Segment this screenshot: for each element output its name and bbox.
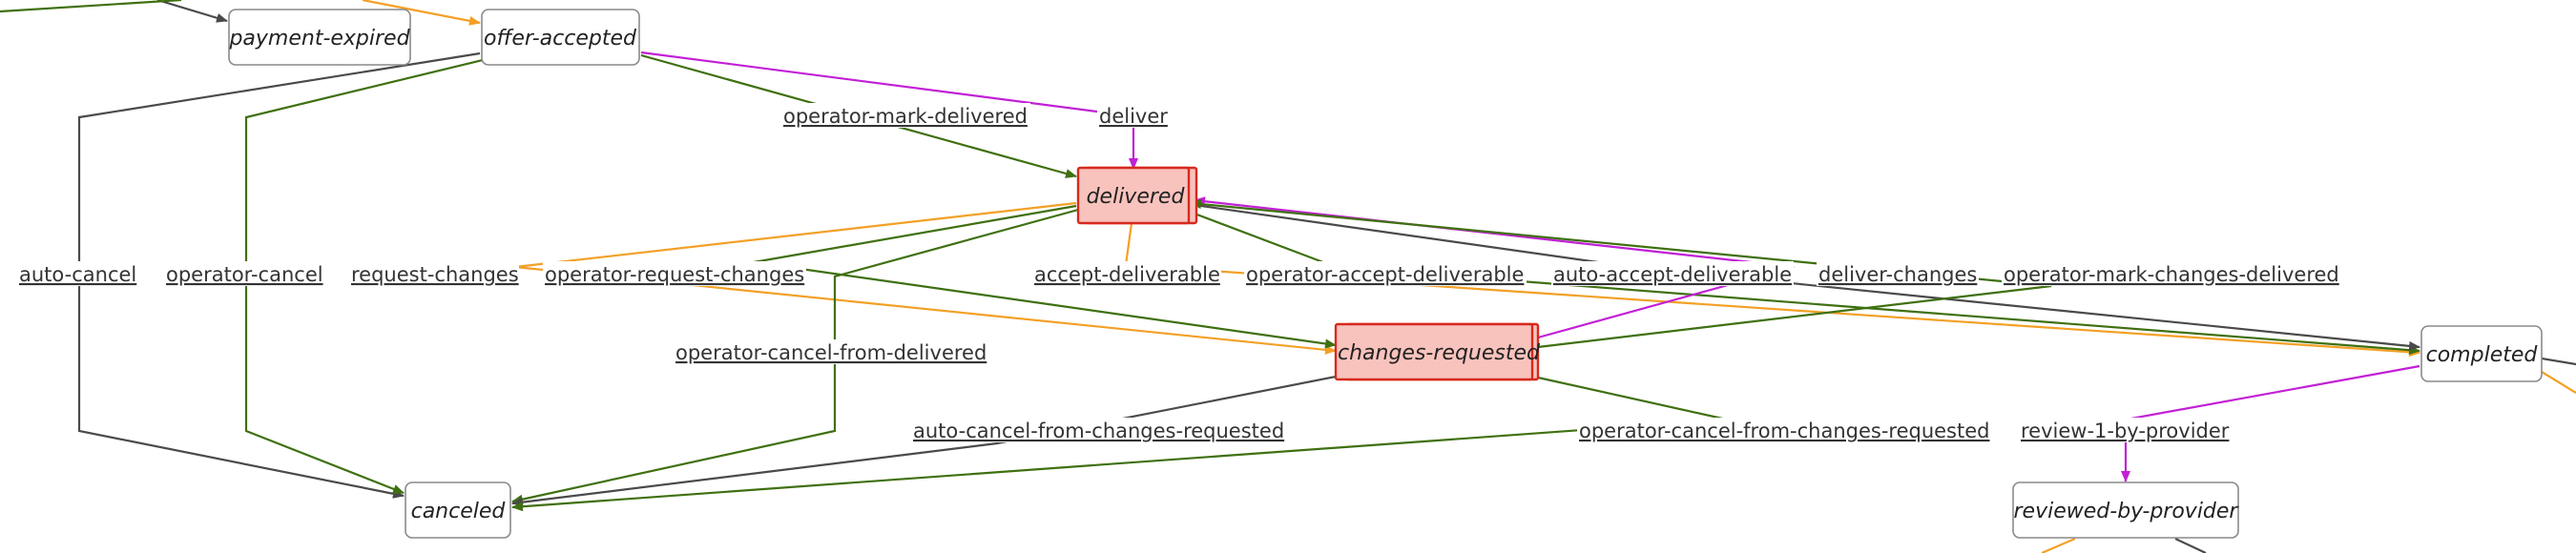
edge-auto-cancel-from-changes-requested bbox=[511, 375, 1337, 507]
edge-into-payment-expired bbox=[156, 0, 228, 23]
label-deliver-changes[interactable]: deliver-changes bbox=[1818, 263, 1977, 286]
label-operator-request-changes[interactable]: operator-request-changes bbox=[545, 263, 804, 286]
state-label: completed bbox=[2426, 343, 2539, 367]
edge-labels: operator-mark-delivered deliver auto-can… bbox=[17, 103, 2343, 442]
edge-green-offscreen bbox=[0, 0, 182, 13]
label-operator-cancel[interactable]: operator-cancel bbox=[166, 263, 323, 286]
label-review-1-by-provider[interactable]: review-1-by-provider bbox=[2021, 420, 2230, 442]
edge-accept-deliverable bbox=[1124, 222, 2420, 358]
state-canceled[interactable]: canceled bbox=[405, 481, 511, 539]
label-request-changes[interactable]: request-changes bbox=[351, 263, 519, 286]
state-changes-requested[interactable]: changes-requested bbox=[1334, 322, 1541, 381]
state-completed[interactable]: completed bbox=[2420, 325, 2543, 382]
state-label: offer-accepted bbox=[484, 27, 637, 51]
state-label: changes-requested bbox=[1338, 341, 1541, 365]
label-auto-cancel[interactable]: auto-cancel bbox=[19, 263, 136, 286]
label-operator-mark-changes-delivered[interactable]: operator-mark-changes-delivered bbox=[2004, 263, 2339, 286]
edge-reviewed-out-orange bbox=[2041, 537, 2076, 553]
label-auto-accept-deliverable[interactable]: auto-accept-deliverable bbox=[1553, 263, 1792, 286]
state-label: canceled bbox=[411, 500, 507, 523]
state-label: delivered bbox=[1087, 185, 1186, 209]
label-operator-cancel-from-changes-requested[interactable]: operator-cancel-from-changes-requested bbox=[1579, 420, 1989, 442]
label-auto-cancel-from-changes-requested[interactable]: auto-cancel-from-changes-requested bbox=[913, 420, 1284, 442]
states: payment-expired offer-accepted delivered… bbox=[228, 9, 2543, 539]
label-operator-accept-deliverable[interactable]: operator-accept-deliverable bbox=[1246, 263, 1524, 286]
label-accept-deliverable[interactable]: accept-deliverable bbox=[1034, 263, 1220, 286]
state-offer-accepted[interactable]: offer-accepted bbox=[481, 9, 640, 66]
state-delivered[interactable]: delivered bbox=[1076, 166, 1198, 225]
edge-completed-out-orange bbox=[2541, 371, 2576, 394]
label-operator-cancel-from-delivered[interactable]: operator-cancel-from-delivered bbox=[675, 341, 987, 364]
state-reviewed-by-provider[interactable]: reviewed-by-provider bbox=[2012, 481, 2240, 539]
state-payment-expired[interactable]: payment-expired bbox=[228, 9, 411, 66]
label-deliver[interactable]: deliver bbox=[1099, 105, 1168, 128]
edge-completed-out-dark bbox=[2541, 357, 2576, 366]
edge-reviewed-out-dark bbox=[2174, 538, 2207, 553]
edge-into-offer-accepted bbox=[362, 0, 481, 26]
state-label: reviewed-by-provider bbox=[2014, 500, 2240, 523]
label-operator-mark-delivered[interactable]: operator-mark-delivered bbox=[783, 105, 1028, 128]
state-label: payment-expired bbox=[228, 27, 410, 51]
